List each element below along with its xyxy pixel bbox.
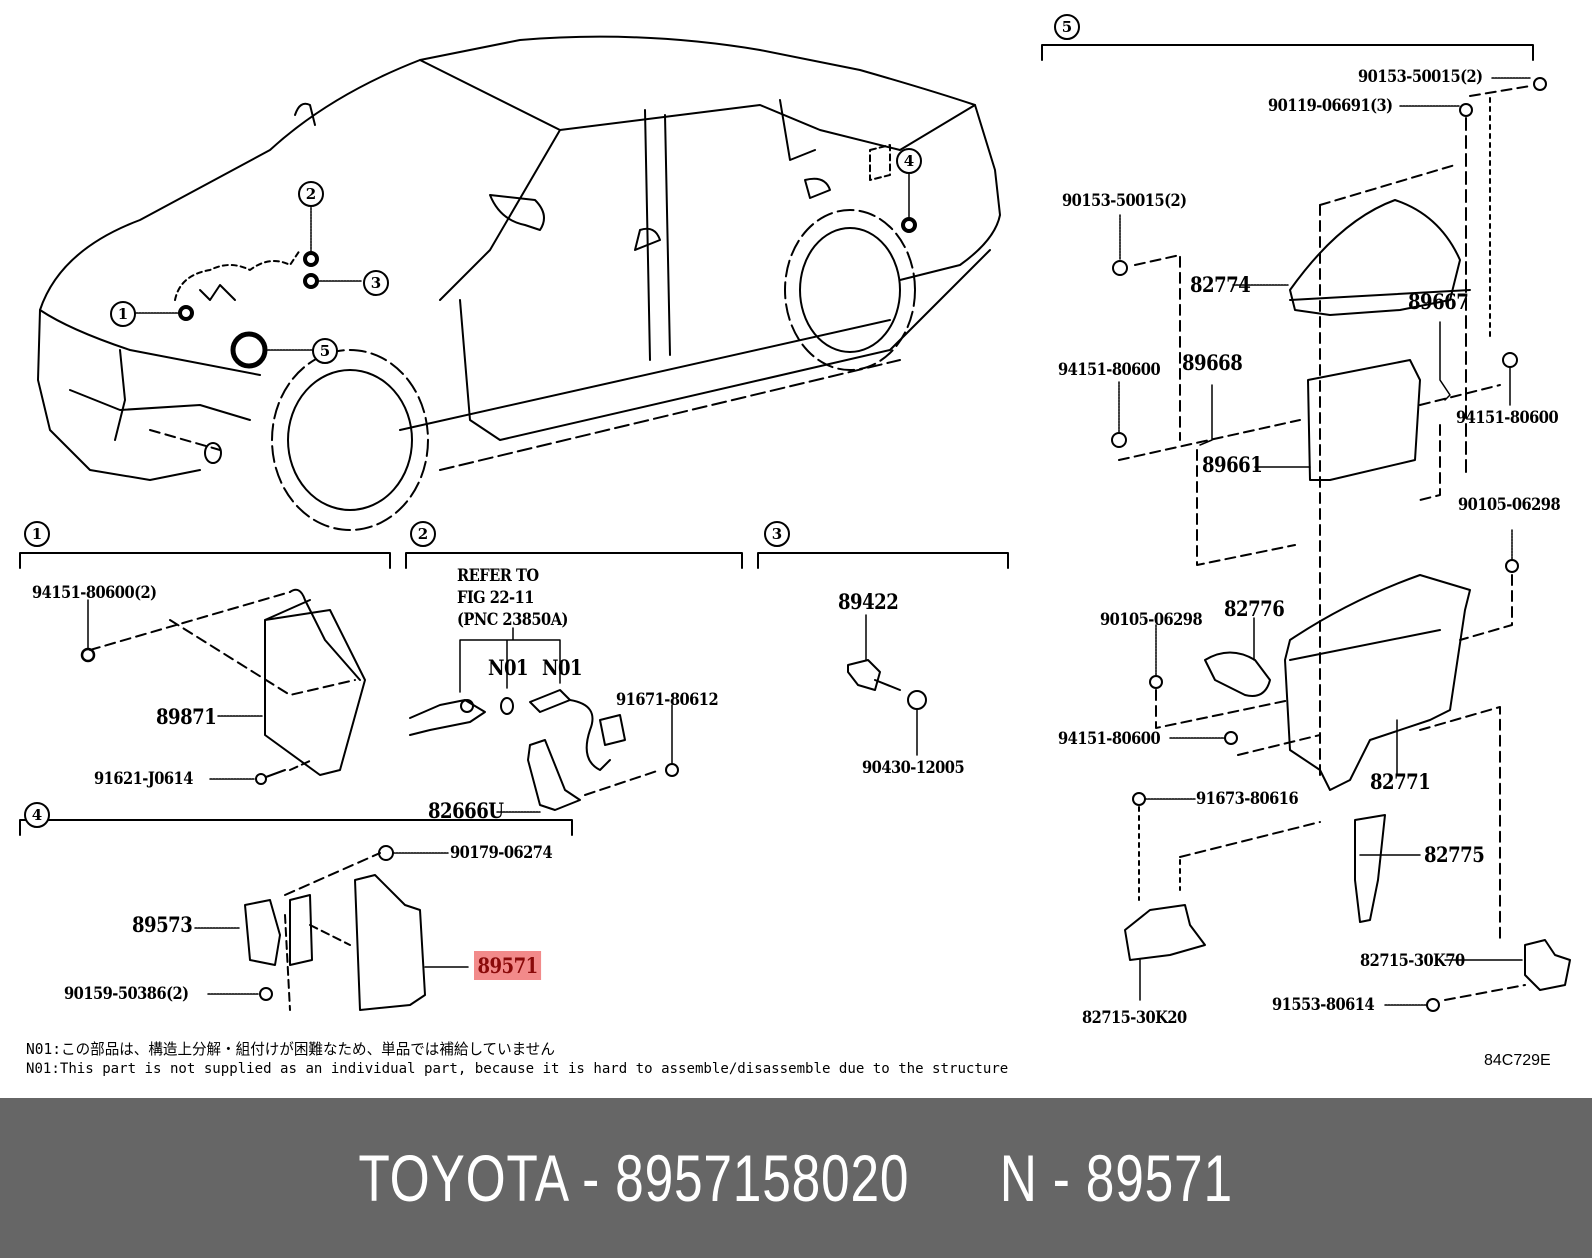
part-label[interactable]: 91673-80616 xyxy=(1196,789,1299,809)
part-label[interactable]: 82774 xyxy=(1190,272,1251,297)
section-1-art xyxy=(80,588,366,785)
part-label[interactable]: 90153-50015(2) xyxy=(1062,191,1187,211)
refer-note: FIG 22-11 xyxy=(457,588,534,608)
part-label[interactable]: 90159-50386(2) xyxy=(64,984,189,1004)
figure-code: 84C729E xyxy=(1484,1052,1551,1069)
note-english: N01:This part is not supplied as an indi… xyxy=(26,1061,1009,1077)
part-label[interactable]: 89668 xyxy=(1182,350,1243,375)
part-label[interactable]: 82776 xyxy=(1224,596,1285,621)
part-label[interactable]: 94151-80600 xyxy=(1058,360,1161,380)
part-label[interactable]: 89422 xyxy=(838,589,899,614)
part-label[interactable]: N01 xyxy=(488,655,529,680)
banner-text: TOYOTA - 8957158020 N - 89571 xyxy=(358,1141,1234,1215)
part-label[interactable]: 82715-30K20 xyxy=(1082,1008,1187,1028)
part-label[interactable]: 91671-80612 xyxy=(616,690,719,710)
highlight-89571[interactable]: 89571 xyxy=(474,951,542,980)
car-and-parts-illustration xyxy=(19,35,1571,1012)
section-1-marker: 1 xyxy=(24,521,50,547)
refer-note: (PNC 23850A) xyxy=(457,610,568,630)
part-label[interactable]: 91553-80614 xyxy=(1272,995,1375,1015)
callout-3[interactable]: 3 xyxy=(363,270,389,296)
part-label[interactable]: 90119-06691(3) xyxy=(1268,96,1393,116)
callout-4[interactable]: 4 xyxy=(896,148,922,174)
part-label[interactable]: 94151-80600 xyxy=(1058,729,1161,749)
part-label[interactable]: 90105-06298 xyxy=(1100,610,1203,630)
section-5-marker: 5 xyxy=(1054,14,1080,40)
section-2-marker: 2 xyxy=(410,521,436,547)
part-label[interactable]: 90430-12005 xyxy=(862,758,965,778)
part-label[interactable]: 90105-06298 xyxy=(1458,495,1561,515)
callout-2[interactable]: 2 xyxy=(298,181,324,207)
part-label[interactable]: 82715-30K70 xyxy=(1360,951,1465,971)
part-label[interactable]: 82771 xyxy=(1370,769,1431,794)
part-label[interactable]: 82775 xyxy=(1424,842,1485,867)
part-label[interactable]: 94151-80600(2) xyxy=(32,583,157,603)
part-label[interactable]: 90153-50015(2) xyxy=(1358,67,1483,87)
part-label[interactable]: 82666U xyxy=(428,798,504,823)
refer-note: REFER TO xyxy=(457,566,539,586)
part-label[interactable]: 89871 xyxy=(156,704,217,729)
section-4-art xyxy=(194,845,469,1011)
section-2-art xyxy=(409,627,679,813)
part-label[interactable]: N01 xyxy=(542,655,583,680)
part-label[interactable]: 89573 xyxy=(132,912,193,937)
parts-diagram: 1 2 3 4 5 1 2 3 4 5 94151-80600(2) 89871… xyxy=(19,14,1571,1077)
part-label[interactable]: 90179-06274 xyxy=(450,843,553,863)
section-4-marker: 4 xyxy=(24,802,50,828)
part-number-banner: TOYOTA - 8957158020 N - 89571 xyxy=(0,1098,1592,1258)
note-japanese: N01:この部品は、構造上分解・組付けが困難なため、単品では補給していません xyxy=(26,1040,555,1058)
section-5-art xyxy=(1111,77,1571,1012)
part-label-highlighted[interactable]: 89571 xyxy=(474,951,542,980)
section-3-marker: 3 xyxy=(764,521,790,547)
callout-1[interactable]: 1 xyxy=(110,301,136,327)
part-label[interactable]: 89661 xyxy=(1202,452,1263,477)
section-3-art xyxy=(847,614,927,756)
part-label[interactable]: 89667 xyxy=(1408,289,1469,314)
callout-5[interactable]: 5 xyxy=(312,338,338,364)
part-label[interactable]: 91621-J0614 xyxy=(94,769,193,789)
car-illustration xyxy=(37,35,1001,531)
part-label[interactable]: 94151-80600 xyxy=(1456,408,1559,428)
